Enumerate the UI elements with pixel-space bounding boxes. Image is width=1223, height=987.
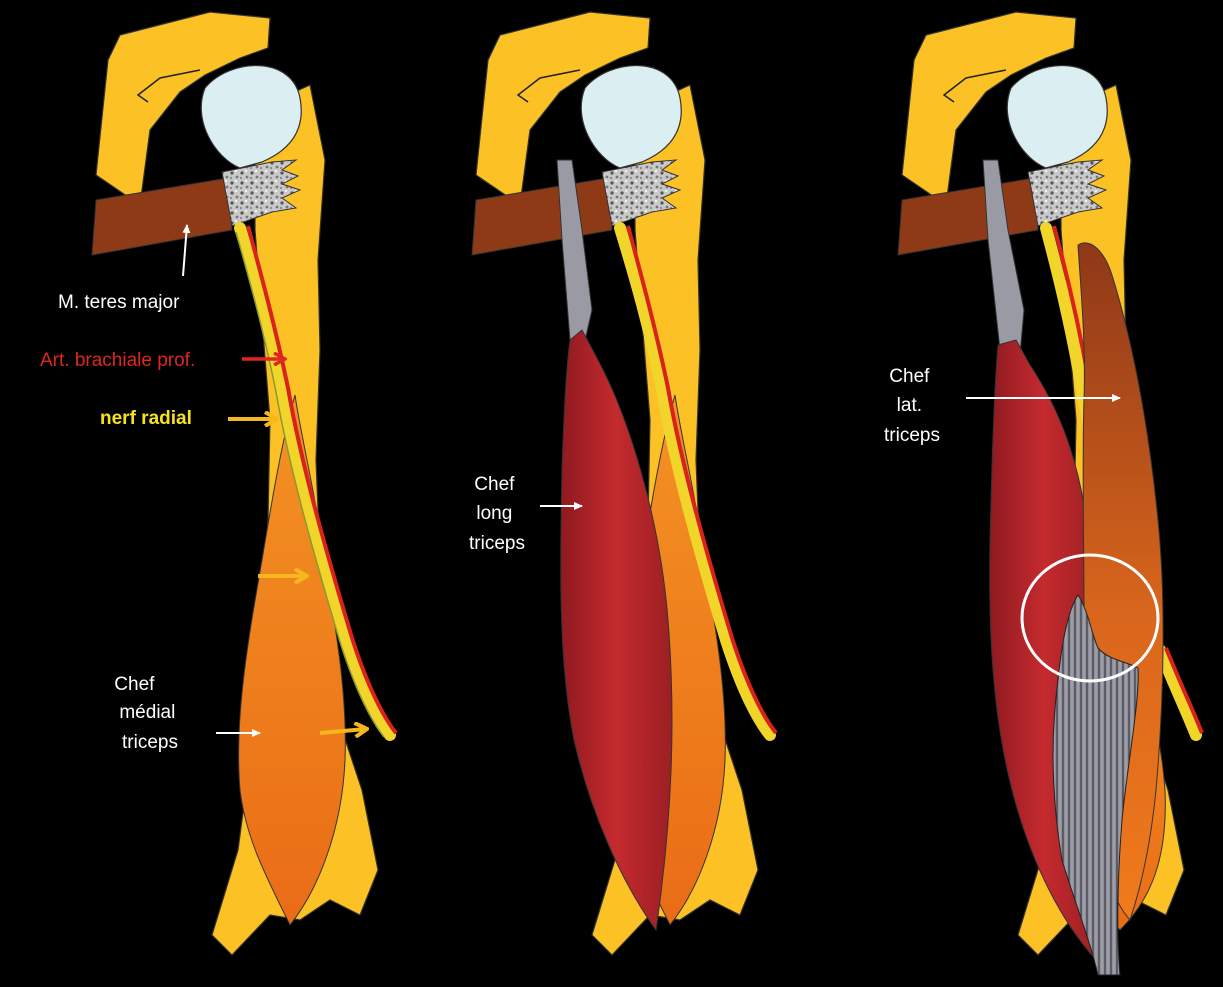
panel-1-medial-head: M. teres major Art. brachiale prof. nerf… — [40, 12, 396, 955]
panel-3-lateral-head: Chef lat. triceps — [884, 12, 1202, 975]
teres-major-muscle — [472, 178, 612, 255]
label-medial-head: Chef médial triceps — [114, 674, 180, 753]
teres-major-muscle — [898, 178, 1038, 255]
panel-2-long-head: Chef long triceps — [469, 12, 776, 955]
label-long-head: Chef long triceps — [469, 474, 525, 554]
teres-major-muscle — [92, 178, 232, 255]
label-teres-major: M. teres major — [58, 292, 180, 313]
label-artery: Art. brachiale prof. — [40, 350, 195, 371]
label-lateral-head: Chef lat. triceps — [884, 366, 940, 446]
label-nerve: nerf radial — [100, 408, 192, 429]
medial-head-muscle — [239, 395, 346, 925]
nerve-3-lower — [1160, 650, 1196, 735]
